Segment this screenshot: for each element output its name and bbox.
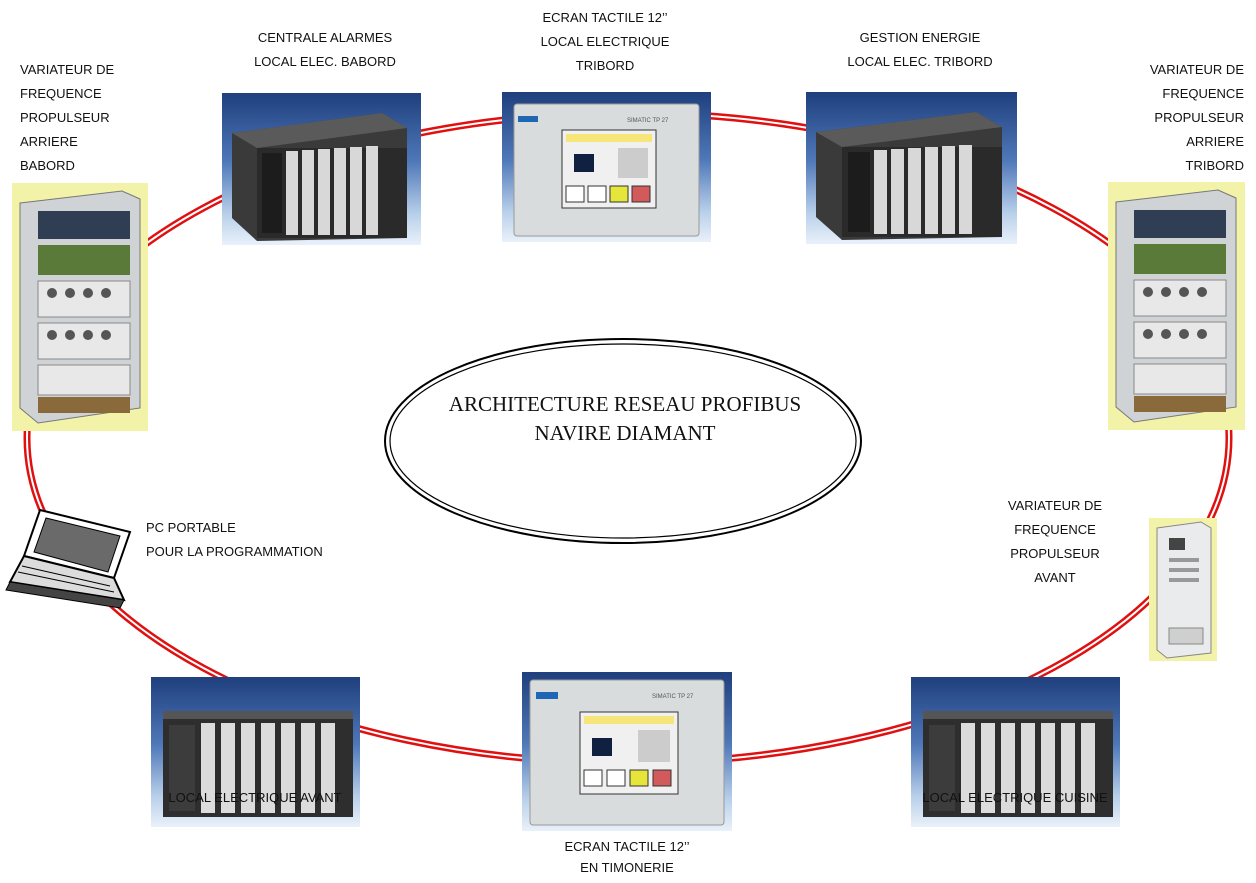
label-centrale-alarmes: CENTRALE ALARMES LOCAL ELEC. BABORD [254, 30, 396, 69]
label-gestion-energie: GESTION ENERGIE LOCAL ELEC. TRIBORD [847, 30, 993, 69]
laptop-icon [2, 508, 132, 612]
frequency-drive-icon [12, 183, 148, 431]
label-ecran-tribord: ECRAN TACTILE 12’’ LOCAL ELECTRIQUE TRIB… [540, 10, 670, 73]
screen-brand: SIMATIC TP 27 [627, 118, 669, 124]
plc-rack-icon [911, 677, 1120, 827]
label-variateur-babord: VARIATEUR DE FREQUENCE PROPULSEUR ARRIER… [20, 62, 115, 173]
screen-brand: SIMATIC TP 27 [652, 694, 694, 700]
label-local-avant: LOCAL ELECTRIQUE AVANT [168, 790, 342, 805]
label-ecran-timonerie: ECRAN TACTILE 12’’ EN TIMONERIE [564, 839, 690, 875]
label-variateur-tribord: VARIATEUR DE FREQUENCE PROPULSEUR ARRIER… [1149, 62, 1244, 173]
title-line-1: ARCHITECTURE RESEAU PROFIBUS [448, 392, 802, 416]
title-ellipse [384, 338, 862, 544]
touch-panel-icon: SIMATIC TP 27 [522, 672, 732, 831]
plc-rack-icon [222, 93, 421, 245]
label-local-cuisine: LOCAL ELECTRIQUE CUISINE [922, 790, 1108, 805]
plc-rack-icon [806, 92, 1017, 244]
label-variateur-avant: VARIATEUR DE FREQUENCE PROPULSEUR AVANT [1007, 498, 1103, 585]
diagram-title: ARCHITECTURE RESEAU PROFIBUS NAVIRE DIAM… [400, 390, 850, 448]
frequency-drive-icon [1108, 182, 1245, 430]
label-pc-portable: PC PORTABLE POUR LA PROGRAMMATION [146, 520, 323, 559]
touch-panel-icon: SIMATIC TP 27 [502, 92, 711, 242]
frequency-drive-icon [1149, 518, 1217, 661]
plc-rack-icon [151, 677, 360, 827]
title-line-2: NAVIRE DIAMANT [534, 421, 716, 445]
